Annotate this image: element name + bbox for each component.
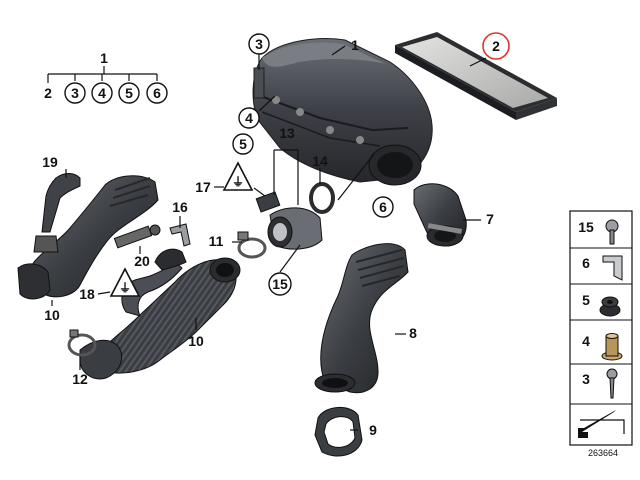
intake-duct xyxy=(314,243,409,394)
panel-row-6-label: 6 xyxy=(582,255,590,271)
callout-13: 13 xyxy=(279,125,295,141)
hose-clamp-12 xyxy=(67,329,97,357)
warning-triangle-icon: ⏚ xyxy=(222,161,254,191)
callout-18: 18 xyxy=(79,286,95,302)
legend-tree: 1 2 3 4 5 6 xyxy=(44,50,168,104)
sensor-20 xyxy=(113,224,161,249)
legend-tree-item-6: 6 xyxy=(153,85,161,101)
intake-boot xyxy=(413,183,467,247)
arrow-down-left-icon xyxy=(578,410,625,438)
callout-15: 15 xyxy=(272,276,288,292)
bracket-16 xyxy=(169,223,191,247)
callout-6: 6 xyxy=(379,199,387,215)
callout-5: 5 xyxy=(239,136,247,152)
legend-tree-item-3: 3 xyxy=(71,85,79,101)
panel-row-3-label: 3 xyxy=(582,371,590,387)
callout-16: 16 xyxy=(172,199,188,215)
legend-tree-item-2: 2 xyxy=(44,85,52,101)
highlight-circle xyxy=(482,32,510,60)
panel-row-5-label: 5 xyxy=(582,292,590,308)
callout-labels: 1 2 3 4 5 6 7 8 9 10 10 11 12 13 14 15 1… xyxy=(42,32,510,438)
reference-number: 263664 xyxy=(588,448,618,458)
grommet-icon xyxy=(599,296,621,317)
callout-2: 2 xyxy=(492,38,500,54)
callout-8: 8 xyxy=(409,325,417,341)
legend-tree-top-label: 1 xyxy=(100,50,108,66)
seal-ring xyxy=(314,407,363,457)
callout-14: 14 xyxy=(312,153,328,169)
charge-air-hose-right xyxy=(79,248,241,380)
panel-row-15-label: 15 xyxy=(578,219,594,235)
callout-7: 7 xyxy=(486,211,494,227)
callout-9: 9 xyxy=(369,422,377,438)
legend-tree-item-4: 4 xyxy=(98,85,106,101)
spacer-icon xyxy=(601,333,623,361)
clip-icon xyxy=(602,255,623,281)
hose-clamp-11 xyxy=(237,231,267,259)
callout-leaders xyxy=(51,45,487,431)
svg-text:⏚: ⏚ xyxy=(232,175,244,189)
warning-triangle-icon: ⏚ xyxy=(109,267,141,297)
self-tap-screw-icon xyxy=(606,368,618,399)
callout-19: 19 xyxy=(42,154,58,170)
air-mass-meter xyxy=(255,191,323,250)
vent-hose-19 xyxy=(33,173,81,253)
callout-17: 17 xyxy=(195,179,211,195)
callout-11: 11 xyxy=(209,233,224,249)
callout-4: 4 xyxy=(245,110,253,126)
callout-10-left: 10 xyxy=(44,307,60,323)
legend-tree-item-5: 5 xyxy=(125,85,133,101)
screw-icon xyxy=(605,219,619,245)
charge-air-hose-left xyxy=(17,175,159,300)
callout-12: 12 xyxy=(72,371,88,387)
svg-text:⏚: ⏚ xyxy=(119,281,131,295)
air-filter-element xyxy=(395,32,557,120)
fastener-panel: 15 6 5 4 3 xyxy=(569,210,633,446)
panel-row-4-label: 4 xyxy=(582,333,590,349)
air-cleaner-housing xyxy=(252,38,433,186)
callout-3: 3 xyxy=(255,36,263,52)
callout-1: 1 xyxy=(351,37,359,53)
sealing-ring-14 xyxy=(309,182,335,214)
callout-10-right: 10 xyxy=(188,333,204,349)
callout-20: 20 xyxy=(134,253,150,269)
